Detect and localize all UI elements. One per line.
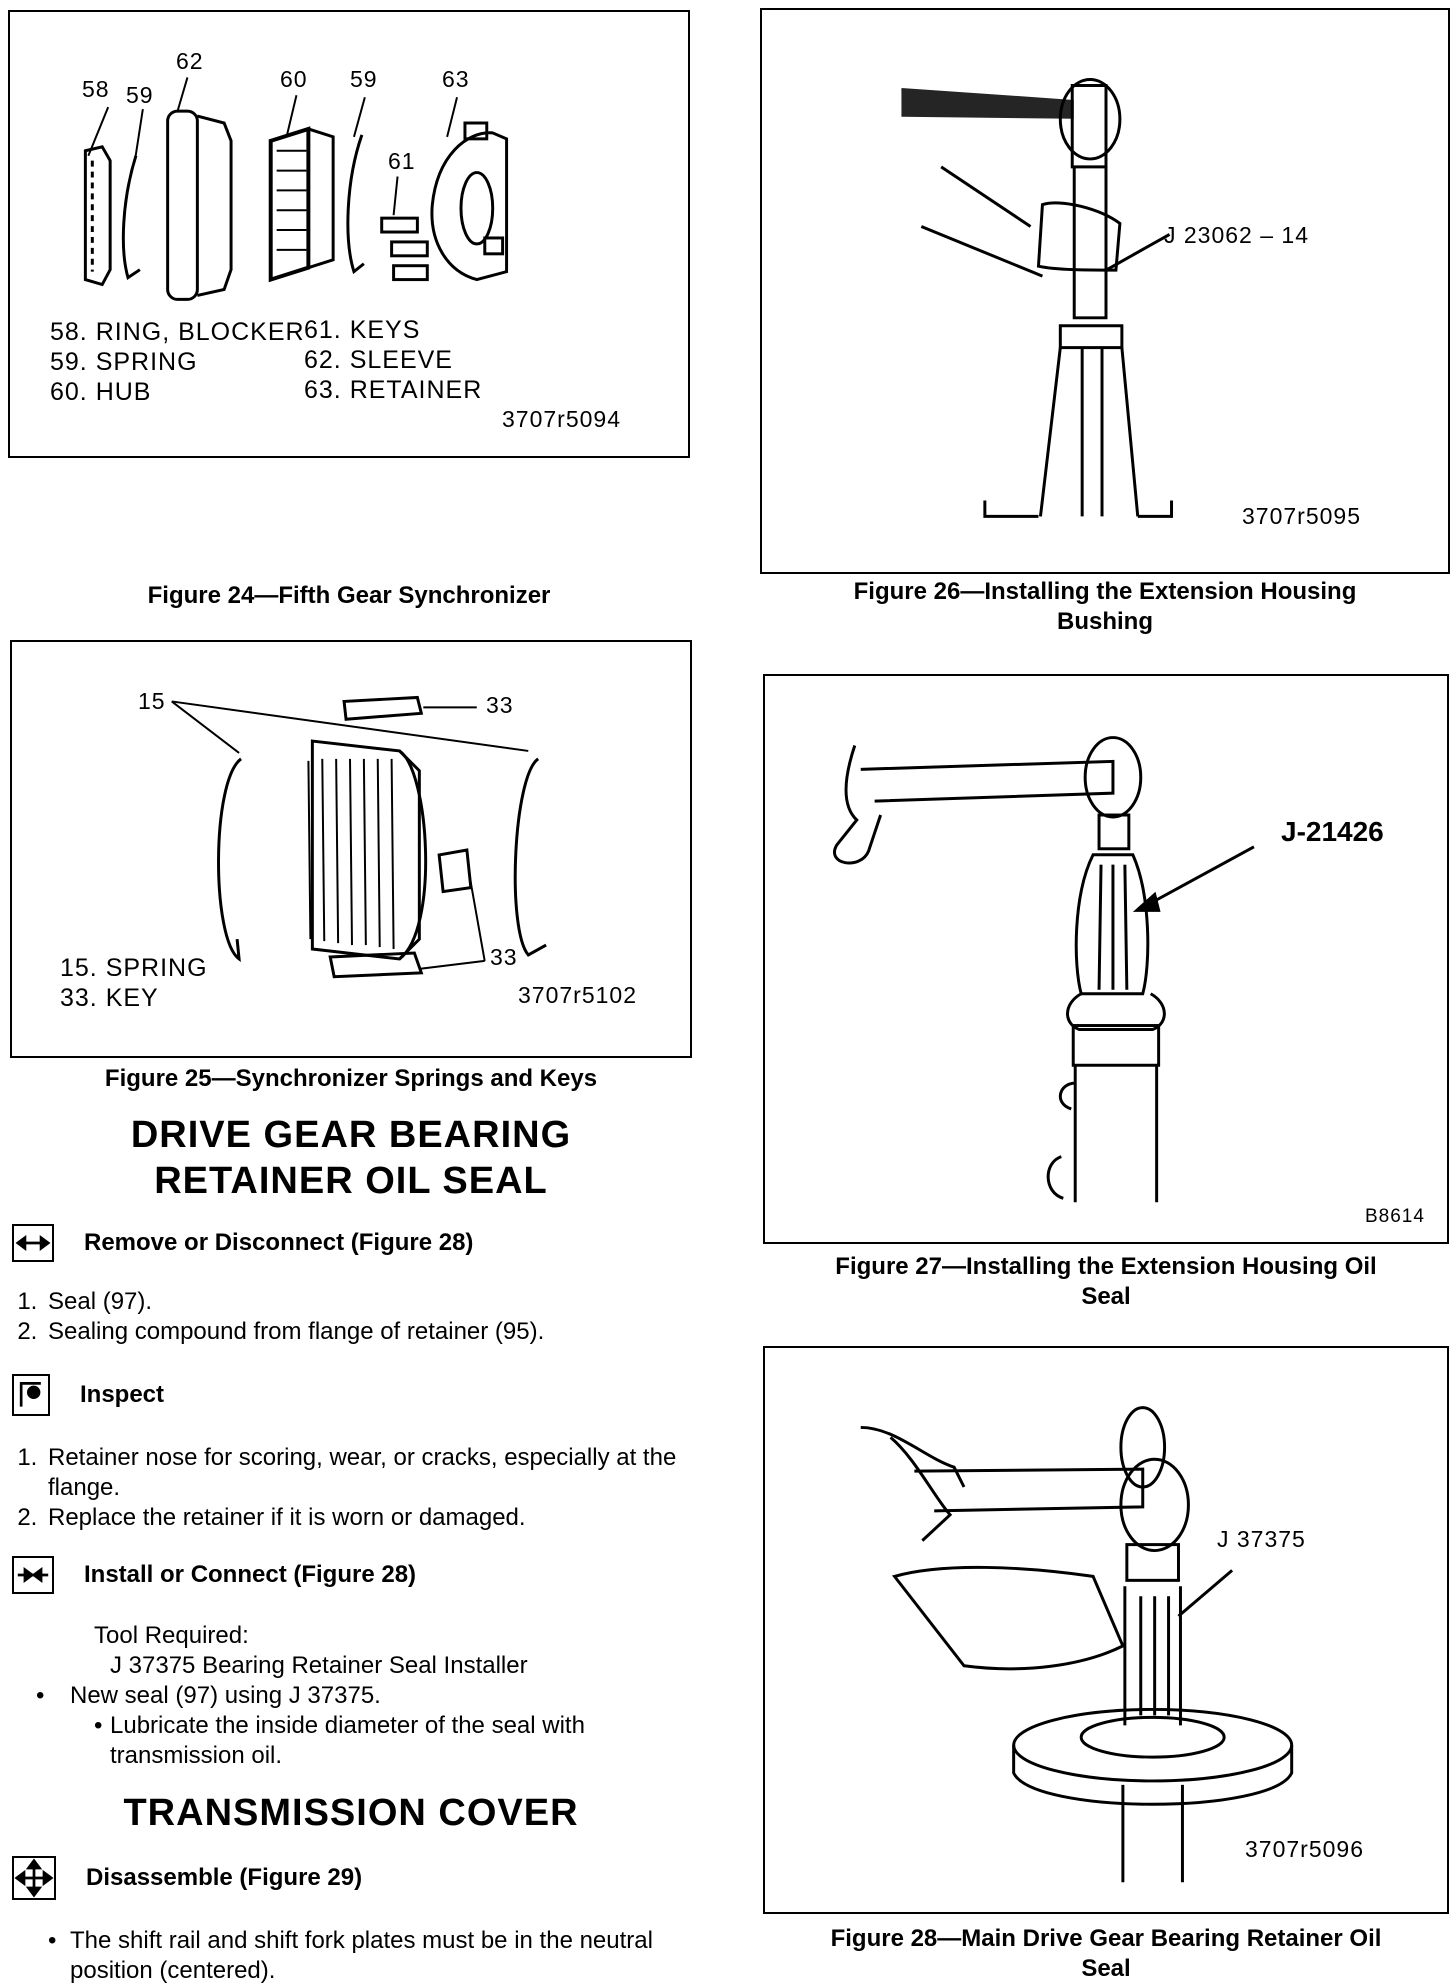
legend-item: 62. SLEEVE — [304, 346, 453, 374]
install-connect-step: Install or Connect (Figure 28) — [12, 1556, 416, 1594]
callout-33-bottom: 33 — [490, 944, 518, 970]
remove-disconnect-icon — [12, 1224, 54, 1262]
list-item: Replace the retainer if it is worn or da… — [44, 1503, 704, 1533]
legend-item: 59. SPRING — [50, 348, 198, 376]
install-details: Tool Required: J 37375 Bearing Retainer … — [36, 1621, 696, 1771]
install-bullet: New seal (97) using J 37375. — [36, 1681, 696, 1711]
disassemble-step: Disassemble (Figure 29) — [12, 1856, 362, 1900]
figure-code: 3707r5102 — [518, 982, 637, 1008]
main-drive-gear-seal-illustration — [860, 1406, 1294, 1883]
figure-25-panel: 15 33 33 15. SPRING 33. KEY 3707r5102 — [10, 640, 692, 1058]
remove-disconnect-label: Remove or Disconnect (Figure 28) — [84, 1229, 474, 1256]
legend-item: 60. HUB — [50, 378, 152, 406]
section-heading-transmission-cover: TRANSMISSION COVER — [123, 1792, 579, 1834]
figure-26-panel: J 23062 – 14 3707r5095 — [760, 8, 1450, 574]
figure-24-caption: Figure 24—Fifth Gear Synchronizer — [147, 582, 551, 609]
figure-code: 3707r5096 — [1245, 1836, 1364, 1862]
inspect-step: Inspect — [12, 1374, 164, 1416]
caption-line: Figure 27—Installing the Extension Housi… — [835, 1253, 1377, 1280]
caption-line: Figure 28—Main Drive Gear Bearing Retain… — [830, 1925, 1382, 1952]
disassemble-bullet: The shift rail and shift fork plates mus… — [48, 1926, 710, 1986]
extension-housing-bushing-illustration — [901, 78, 1174, 518]
figure-28-caption: Figure 28—Main Drive Gear Bearing Retain… — [763, 1924, 1449, 1984]
caption-line: Seal — [1081, 1283, 1131, 1310]
remove-steps-list: Seal (97). Sealing compound from flange … — [8, 1287, 724, 1347]
disassemble-label: Disassemble (Figure 29) — [86, 1864, 363, 1891]
legend-item: 61. KEYS — [304, 316, 421, 344]
figure-code: 3707r5095 — [1242, 503, 1361, 529]
list-item: Sealing compound from flange of retainer… — [44, 1317, 724, 1347]
legend-left: 58. RING, BLOCKER 59. SPRING 60. HUB — [50, 317, 305, 407]
callout-59-b: 59 — [350, 66, 378, 92]
tool-required-label: Tool Required: — [94, 1622, 249, 1649]
figure-28-panel: J 37375 3707r5096 — [763, 1346, 1449, 1914]
install-connect-label: Install or Connect (Figure 28) — [84, 1561, 417, 1588]
caption-line: Bushing — [1057, 608, 1153, 635]
install-connect-icon — [12, 1556, 54, 1594]
callout-62: 62 — [176, 48, 204, 74]
tool-label-j37375: J 37375 — [1217, 1526, 1306, 1552]
section-heading-drive-gear: DRIVE GEAR BEARING RETAINER OIL SEAL — [10, 1112, 692, 1204]
legend-item: 58. RING, BLOCKER — [50, 318, 305, 346]
figure-code: B8614 — [1365, 1206, 1425, 1227]
caption-line: Figure 26—Installing the Extension Housi… — [853, 578, 1357, 605]
tool-label-j21426: J-21426 — [1281, 816, 1384, 847]
legend: 15. SPRING 33. KEY — [60, 953, 208, 1013]
extension-housing-oil-seal-illustration — [833, 736, 1255, 1203]
callout-33-top: 33 — [486, 692, 514, 718]
install-sub-bullet: Lubricate the inside diameter of the sea… — [94, 1711, 696, 1771]
callout-61: 61 — [388, 148, 416, 174]
callout-63: 63 — [442, 66, 470, 92]
tool-label-j23062: J 23062 – 14 — [1164, 222, 1310, 248]
callout-15: 15 — [138, 688, 166, 714]
callout-58: 58 — [82, 76, 110, 102]
disassemble-icon — [12, 1856, 56, 1900]
legend-right: 61. KEYS 62. SLEEVE 63. RETAINER — [304, 315, 482, 405]
list-item: Seal (97). — [44, 1287, 724, 1317]
inspect-label: Inspect — [80, 1381, 165, 1408]
legend-item: 15. SPRING — [60, 954, 208, 982]
fifth-gear-synchronizer-illustration — [83, 77, 509, 301]
inspect-icon — [12, 1374, 50, 1416]
list-item: Retainer nose for scoring, wear, or crac… — [44, 1443, 704, 1503]
legend-item: 63. RETAINER — [304, 376, 483, 404]
figure-25-caption: Figure 25—Synchronizer Springs and Keys — [104, 1065, 598, 1092]
synchronizer-springs-keys-illustration — [171, 695, 547, 979]
figure-code: 3707r5094 — [502, 406, 621, 432]
figure-24-panel: 58 59 62 60 59 63 61 58. RING, BLOCKER 5… — [8, 10, 690, 458]
tool-name: J 37375 Bearing Retainer Seal Installer — [110, 1652, 528, 1679]
inspect-steps-list: Retainer nose for scoring, wear, or crac… — [8, 1443, 704, 1533]
caption-line: Seal — [1081, 1955, 1131, 1982]
heading-line: DRIVE GEAR BEARING — [130, 1114, 572, 1156]
remove-disconnect-step: Remove or Disconnect (Figure 28) — [12, 1224, 473, 1262]
callout-59: 59 — [126, 82, 154, 108]
figure-27-panel: J-21426 B8614 — [763, 674, 1449, 1244]
callout-60: 60 — [280, 66, 308, 92]
figure-27-caption: Figure 27—Installing the Extension Housi… — [763, 1252, 1449, 1312]
legend-item: 33. KEY — [60, 984, 159, 1012]
heading-line: RETAINER OIL SEAL — [154, 1160, 548, 1202]
figure-26-caption: Figure 26—Installing the Extension Housi… — [760, 577, 1450, 637]
